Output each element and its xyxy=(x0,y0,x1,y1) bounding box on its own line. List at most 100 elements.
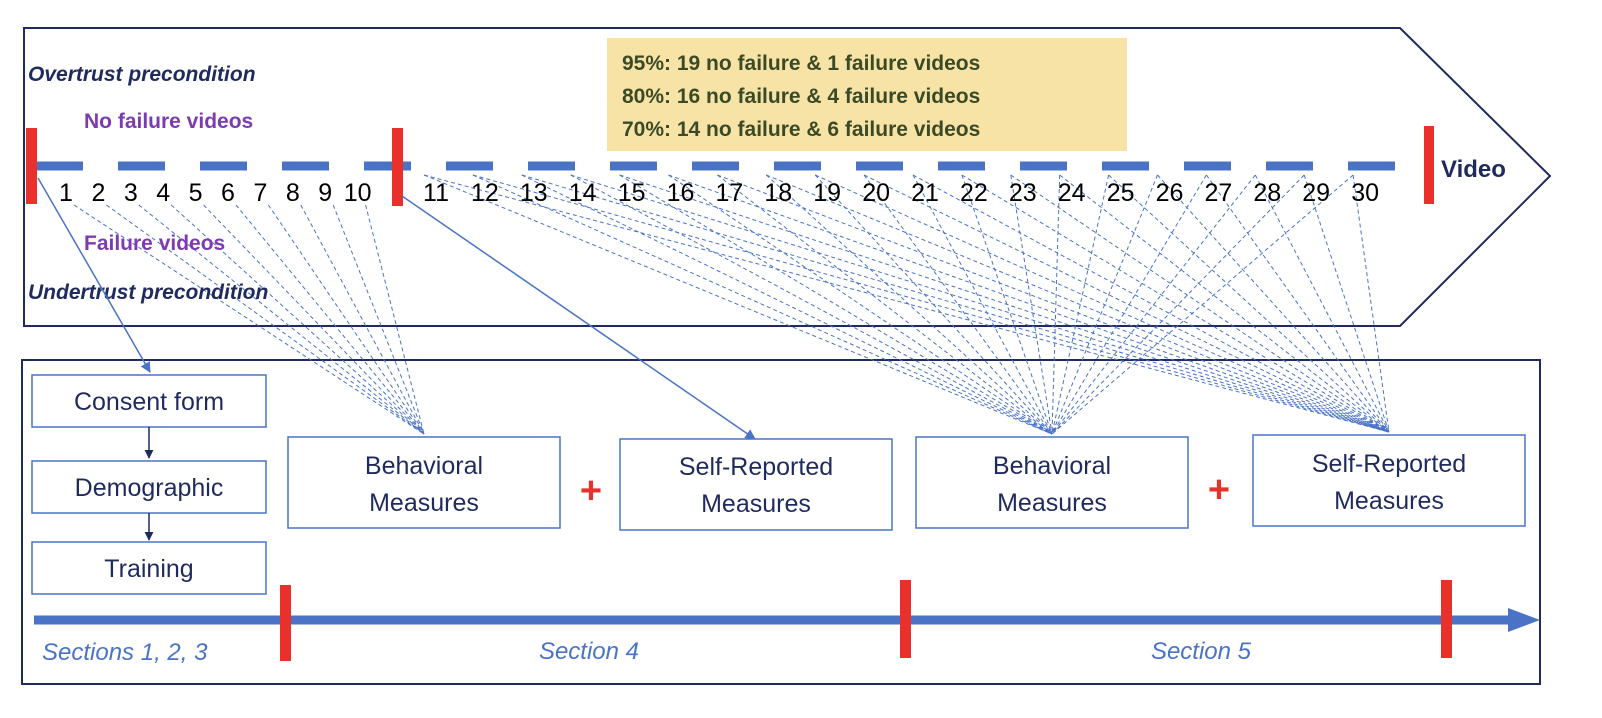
video-number: 2 xyxy=(91,179,105,207)
connector-line xyxy=(1051,174,1354,435)
connector-line xyxy=(863,174,1053,435)
video-number: 22 xyxy=(960,179,988,207)
self-reported-measures-label: Measures xyxy=(1334,487,1444,515)
connector-line xyxy=(668,174,1053,435)
connector-line xyxy=(1352,174,1390,433)
undertrust-label: Undertrust precondition xyxy=(28,281,268,304)
connector-line xyxy=(912,174,1390,433)
video-number: 17 xyxy=(715,179,743,207)
video-number: 9 xyxy=(318,179,332,207)
video-number: 25 xyxy=(1107,179,1135,207)
self-reported-measures-box-1 xyxy=(619,438,893,531)
demographic-box xyxy=(31,460,267,514)
connector-line xyxy=(717,174,1390,433)
video-number: 23 xyxy=(1009,179,1037,207)
connector-line xyxy=(1051,174,1158,435)
section-label: Sections 1, 2, 3 xyxy=(42,639,208,666)
connector-line xyxy=(1051,174,1305,435)
connector-line xyxy=(521,174,1053,435)
connector-line xyxy=(1254,174,1390,433)
connector-line xyxy=(1205,174,1390,433)
self-reported-measures-box-2 xyxy=(1252,434,1526,527)
self-reported-measures-label: Measures xyxy=(701,490,811,518)
section-timeline-arrowhead xyxy=(1508,608,1540,632)
connector-line xyxy=(138,204,425,435)
distribution-legend: 95%: 19 no failure & 1 failure videos 80… xyxy=(607,38,1127,151)
connector-line xyxy=(766,174,1390,433)
consent-form-label: Consent form xyxy=(74,388,224,416)
video-number: 5 xyxy=(189,179,203,207)
legend-line: 70%: 14 no failure & 6 failure videos xyxy=(622,118,980,141)
video-label: Video xyxy=(1441,156,1506,183)
no-failure-label: No failure videos xyxy=(84,110,253,133)
plus-sign: + xyxy=(580,470,602,512)
section-marker xyxy=(900,580,911,658)
self-reported-measures-label: Self-Reported xyxy=(679,453,833,481)
section-label: Section 4 xyxy=(539,638,639,665)
video-number: 11 xyxy=(423,179,449,207)
legend-line: 80%: 16 no failure & 4 failure videos xyxy=(622,85,980,108)
connector-line xyxy=(570,174,1053,435)
video-number: 3 xyxy=(124,179,138,207)
section-marker xyxy=(280,585,291,661)
video-number: 18 xyxy=(764,179,792,207)
connector-line xyxy=(961,174,1053,435)
video-number: 16 xyxy=(667,179,695,207)
connector-line xyxy=(1051,174,1256,435)
connector-line xyxy=(365,204,425,435)
section-label: Section 5 xyxy=(1151,638,1252,665)
connector-line xyxy=(619,174,1390,433)
overtrust-label: Overtrust precondition xyxy=(28,63,256,86)
legend-background xyxy=(607,38,1127,151)
connector-line xyxy=(1051,174,1061,435)
video-number: 20 xyxy=(862,179,890,207)
connector-line xyxy=(1051,174,1110,435)
demographic-label: Demographic xyxy=(75,474,224,502)
video-number: 4 xyxy=(156,179,170,207)
connector-line xyxy=(668,174,1390,433)
section-marker xyxy=(1441,580,1452,658)
video-number: 7 xyxy=(253,179,267,207)
video-number: 26 xyxy=(1156,179,1184,207)
connector-line xyxy=(423,174,1053,435)
behavioral-measures-label: Behavioral xyxy=(365,452,483,480)
connector-line xyxy=(472,174,1053,435)
behavioral-measures-label: Behavioral xyxy=(993,452,1111,480)
video-number: 29 xyxy=(1302,179,1330,207)
connector-line xyxy=(619,174,1053,435)
behavioral-measures-label: Measures xyxy=(997,489,1107,517)
split-to-selfreport-arrow xyxy=(401,195,756,440)
connector-line xyxy=(300,204,425,435)
video-number: 19 xyxy=(813,179,841,207)
connector-line xyxy=(765,174,1053,435)
connector-line xyxy=(570,174,1390,433)
video-number: 10 xyxy=(344,179,372,207)
video-number: 27 xyxy=(1204,179,1232,207)
video-panel-outline xyxy=(23,27,1552,327)
connector-line xyxy=(106,204,425,435)
connector-line xyxy=(170,204,425,435)
video-number: 15 xyxy=(618,179,646,207)
self-reported-measures-label: Self-Reported xyxy=(1312,450,1466,478)
plus-sign: + xyxy=(1208,469,1230,511)
training-label: Training xyxy=(104,555,193,583)
connector-line xyxy=(472,174,1390,433)
behavioral-measures-box-2 xyxy=(915,436,1189,529)
connector-line xyxy=(423,174,1390,433)
behavioral-measures-box-1 xyxy=(287,436,561,529)
video-number: 6 xyxy=(221,179,235,207)
connector-line xyxy=(717,174,1053,435)
training-box xyxy=(31,541,267,595)
video-number: 8 xyxy=(286,179,300,207)
connector-line xyxy=(961,174,1390,433)
connector-line xyxy=(1051,174,1207,435)
video-end-marker xyxy=(1424,126,1434,204)
connector-line xyxy=(203,204,425,435)
connector-line xyxy=(1108,174,1390,433)
video-number: 30 xyxy=(1351,179,1379,207)
connector-line xyxy=(1010,174,1390,433)
video-number: 12 xyxy=(471,179,499,207)
video-number: 1 xyxy=(59,179,73,207)
